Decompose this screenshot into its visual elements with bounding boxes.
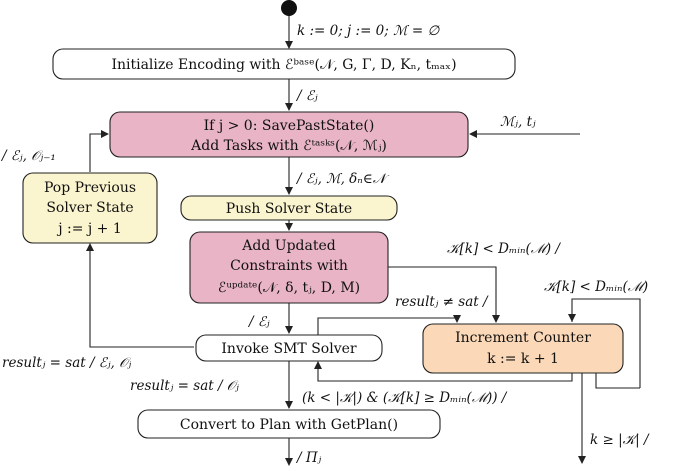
edge-update-to-increment — [388, 266, 500, 323]
label-smt-to-pop: resultⱼ = sat / ℰⱼ, 𝒪ⱼ — [2, 355, 132, 371]
push-state-box — [180, 195, 398, 221]
push-state-text: Push Solver State — [226, 201, 352, 217]
pop-state-line3: j := j + 1 — [56, 221, 122, 237]
add-tasks-line1: If j > 0: SavePastState() — [204, 118, 375, 134]
update-constraints-line2: Constraints with — [230, 258, 348, 274]
label-increment-exit: k ≥ |𝒦| / — [590, 432, 650, 448]
label-input-mj: ℳⱼ, tⱼ — [500, 114, 536, 130]
increment-counter-line2: k := k + 1 — [487, 351, 559, 367]
label-smt-to-increment: resultⱼ ≠ sat / — [395, 294, 489, 310]
start-node — [281, 0, 297, 16]
label-plan-output: / Πⱼ — [295, 450, 322, 466]
label-smt-to-plan: resultⱼ = sat / 𝒪ⱼ — [130, 378, 239, 394]
edge-increment-self-loop — [571, 298, 641, 350]
convert-plan-text: Convert to Plan with GetPlan() — [180, 417, 398, 433]
update-constraints-line1: Add Updated — [241, 238, 335, 254]
edge-smt-to-increment — [317, 315, 461, 335]
update-constraints-line3: ℰᵘᵖᵈᵃᵗᵉ(𝒩, δ, tⱼ, D, M) — [218, 280, 360, 296]
increment-counter-box — [422, 323, 624, 374]
init-encoding-box — [52, 48, 516, 80]
label-increment-self: 𝒦[k] < Dₘᵢₙ(ℳ) — [544, 279, 648, 295]
add-tasks-line2: Add Tasks with ℰᵗᵃˢᵏˢ(𝒩, ℳⱼ) — [190, 138, 387, 154]
increment-counter-line1: Increment Counter — [455, 330, 591, 346]
pop-state-line1: Pop Previous — [44, 180, 136, 196]
convert-plan-box — [137, 409, 441, 439]
label-update-to-smt: / ℰⱼ — [247, 314, 270, 330]
edge-increment-self-loop-c — [595, 373, 640, 389]
label-init-to-if: / ℰⱼ — [295, 88, 318, 104]
smt-solver-text: Invoke SMT Solver — [221, 341, 357, 357]
pop-state-line2: Solver State — [46, 200, 133, 216]
edge-pop-to-if — [89, 130, 109, 172]
edge-increment-to-smt — [314, 361, 573, 382]
init-encoding-text: Initialize Encoding with ℰᵇᵃˢᵉ(𝒩, G, Γ, … — [111, 57, 456, 73]
arrow-self-loop — [568, 314, 576, 322]
update-constraints-box — [189, 231, 389, 304]
label-increment-to-smt: (k < |𝒦|) & (𝒦[k] ≥ Dₘᵢₙ(ℳ)) / — [302, 390, 508, 406]
add-tasks-box — [109, 111, 469, 158]
label-if-to-push: / ℰⱼ, ℳ, δₙ∈𝒩 — [295, 171, 390, 187]
label-pop-to-if: / ℰⱼ, 𝒪ⱼ₋₁ — [0, 148, 56, 164]
pop-state-box — [22, 172, 158, 244]
smt-solver-box — [195, 334, 383, 362]
label-update-to-increment: 𝒦[k] < Dₘᵢₙ(ℳ) / — [447, 241, 561, 257]
label-start: k := 0; j := 0; ℳ = ∅ — [297, 23, 440, 39]
edge-smt-to-pop — [86, 243, 194, 348]
